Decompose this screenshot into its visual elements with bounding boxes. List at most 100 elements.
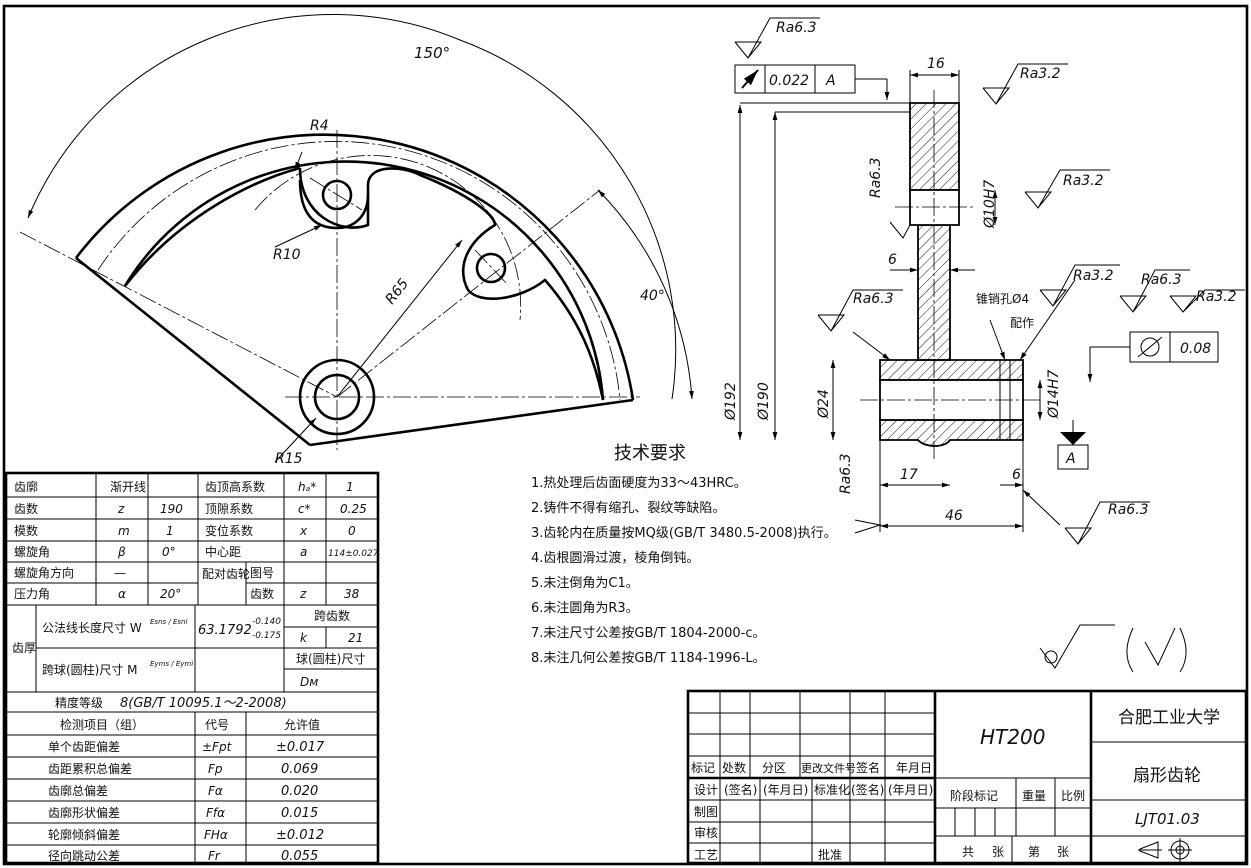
row-label: 螺旋角方向 bbox=[14, 565, 74, 580]
tech-item: 7.未注尺寸公差按GB/T 1804-2000-c。 bbox=[531, 626, 766, 641]
ra-8: Ra3.2 bbox=[1196, 289, 1237, 305]
col-label: 年月日 bbox=[896, 761, 932, 775]
check-symbol: Fα bbox=[208, 784, 223, 798]
runout-ref: A bbox=[825, 73, 836, 89]
w-sub: Esns / Esni bbox=[150, 618, 187, 626]
row-label: 螺旋角 bbox=[14, 545, 50, 559]
check-head: 代号 bbox=[205, 718, 229, 732]
tech-requirements: 技术要求 1.热处理后齿面硬度为33～43HRC。 2.铸件不得有缩孔、裂纹等缺… bbox=[531, 443, 837, 666]
ra-5: Ra6.3 bbox=[853, 291, 894, 307]
datum-a: A bbox=[1065, 451, 1076, 467]
tech-item: 4.齿根圆滑过渡，棱角倒钝。 bbox=[531, 550, 699, 566]
cyl-value: 0.08 bbox=[1180, 341, 1211, 357]
ra-7: Ra6.3 bbox=[1141, 272, 1182, 288]
pin-hole-note: 锥销孔Ø4 bbox=[976, 292, 1029, 306]
check-value: 0.015 bbox=[281, 806, 318, 821]
row-label: 压力角 bbox=[14, 587, 50, 601]
check-symbol: Fr bbox=[208, 849, 221, 863]
weight-label: 重量 bbox=[1022, 789, 1046, 803]
dm-symbol: Dм bbox=[300, 675, 318, 689]
standard-label: 标准化 bbox=[814, 783, 850, 797]
tech-item: 8.未注几何公差按GB/T 1184-1996-L。 bbox=[531, 650, 766, 666]
dim-150: 150° bbox=[414, 44, 450, 62]
check-value: ±0.017 bbox=[276, 740, 325, 755]
dim-d24: Ø24 bbox=[816, 389, 832, 419]
title-block: HT200 合肥工业大学 扇形齿轮 LJT01.03 标记 处数 分区 更改文件… bbox=[686, 689, 1248, 865]
accuracy-value: 8(GB/T 10095.1～2-2008) bbox=[120, 696, 287, 711]
gear-parameter-table: 齿廓 渐开线 齿顶高系数 hₐ* 1 齿数 z 190 顶隙系数 c* 0.25… bbox=[4, 471, 380, 865]
dim-r4: R4 bbox=[310, 118, 329, 134]
check-head: 检测项目（组） bbox=[60, 717, 144, 732]
dim-6: 6 bbox=[888, 252, 897, 268]
row-label: 图号 bbox=[250, 566, 274, 580]
tech-item: 3.齿轮内在质量按MQ级(GB/T 3480.5-2008)执行。 bbox=[531, 525, 837, 541]
row-value: 渐开线 bbox=[110, 480, 146, 494]
row-symbol: a bbox=[300, 545, 307, 559]
row-label: 齿数 bbox=[250, 586, 274, 601]
row-symbol: α bbox=[118, 587, 126, 601]
row-value: 0° bbox=[162, 545, 176, 559]
row-label: 模数 bbox=[14, 523, 38, 538]
ra-4: Ra3.2 bbox=[1063, 173, 1104, 189]
check-head: 允许值 bbox=[284, 717, 320, 732]
check-value: ±0.012 bbox=[276, 828, 324, 843]
span-label: 跨齿数 bbox=[314, 608, 350, 623]
row-label: 顶隙系数 bbox=[205, 501, 253, 516]
row-value: 190 bbox=[160, 502, 183, 516]
row-symbol: β bbox=[117, 545, 126, 559]
ra-10: Ra6.3 bbox=[1108, 502, 1149, 518]
design-label: 设计 bbox=[694, 783, 718, 797]
accuracy-label: 精度等级 bbox=[55, 695, 103, 710]
check-item: 齿廓形状偏差 bbox=[48, 805, 120, 820]
sheet-border bbox=[2, 4, 1249, 866]
dim-r15: R15 bbox=[275, 451, 303, 467]
dim-r10: R10 bbox=[273, 247, 301, 263]
tech-item: 2.铸件不得有缩孔、裂纹等缺陷。 bbox=[531, 500, 725, 516]
projection-symbol-icon bbox=[1138, 838, 1192, 862]
stage-label: 阶段标记 bbox=[950, 788, 998, 803]
tooth-thickness-label: 齿厚 bbox=[12, 641, 36, 655]
total-label: 共 bbox=[962, 845, 974, 859]
general-roughness-symbol bbox=[1039, 624, 1187, 673]
craft-label: 工艺 bbox=[694, 848, 718, 862]
dim-6b: 6 bbox=[1012, 467, 1021, 483]
row-label: 中心距 bbox=[205, 544, 241, 559]
row-label: 变位系数 bbox=[205, 523, 253, 538]
sector-gear-view: 150° R4 R10 R65 40° R15 bbox=[19, 14, 694, 467]
dim-d192: Ø192 bbox=[723, 382, 739, 421]
row-label: 齿顶高系数 bbox=[205, 479, 265, 494]
row-value: 114±0.027 bbox=[328, 549, 379, 559]
col-label: 标记 bbox=[691, 761, 715, 775]
check-item: 轮廓倾斜偏差 bbox=[48, 827, 120, 842]
row-symbol: hₐ* bbox=[298, 480, 316, 494]
row-value: 1 bbox=[346, 480, 354, 494]
row-symbol: c* bbox=[298, 502, 311, 516]
row-symbol: x bbox=[299, 524, 308, 538]
dim-d190: Ø190 bbox=[756, 382, 772, 421]
dim-16: 16 bbox=[927, 56, 945, 72]
row-value: 20° bbox=[160, 587, 181, 601]
col-label: 分区 bbox=[762, 761, 786, 775]
dim-r65: R65 bbox=[383, 276, 413, 308]
ra-9: Ra6.3 bbox=[838, 453, 854, 494]
col-label: 处数 bbox=[722, 760, 746, 775]
row-label: 齿廓 bbox=[14, 479, 38, 494]
check-symbol: FHα bbox=[204, 828, 228, 842]
k-value: 21 bbox=[348, 631, 363, 645]
school-name: 合肥工业大学 bbox=[1118, 708, 1220, 728]
check-symbol: Fp bbox=[208, 762, 223, 776]
m-sub: Eyms / Eymi bbox=[150, 660, 193, 668]
ra-3: Ra6.3 bbox=[868, 157, 884, 198]
m-label: 跨球(圆柱)尺寸 M bbox=[42, 662, 138, 677]
sheets-label: 张 bbox=[1057, 845, 1069, 859]
audit-label: 审核 bbox=[694, 825, 718, 840]
w-lower: -0.175 bbox=[252, 631, 281, 641]
check-item: 齿廓总偏差 bbox=[48, 783, 108, 798]
col-label: 更改文件号 bbox=[801, 761, 856, 775]
row-symbol: m bbox=[118, 524, 130, 538]
tech-title: 技术要求 bbox=[614, 443, 686, 464]
material: HT200 bbox=[980, 725, 1045, 749]
runout-value: 0.022 bbox=[769, 73, 809, 89]
